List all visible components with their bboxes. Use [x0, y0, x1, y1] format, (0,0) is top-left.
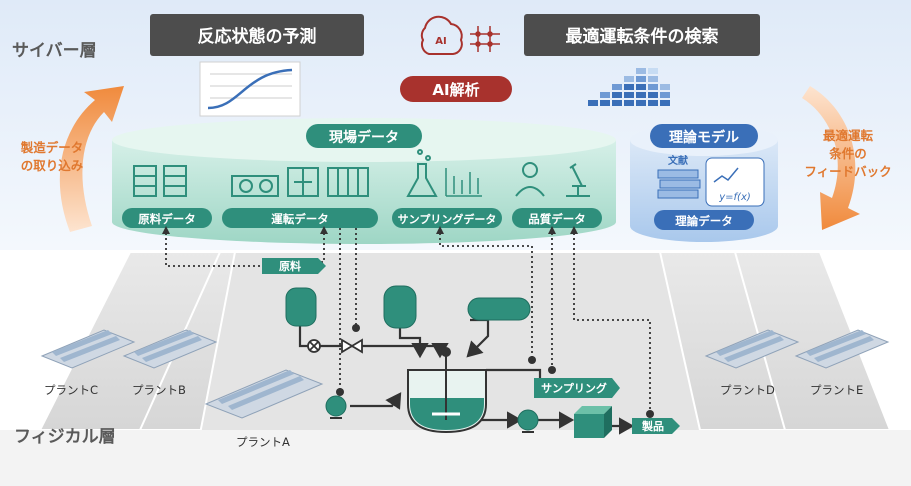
reactor-vessel — [407, 347, 487, 434]
flask-icon — [406, 149, 438, 197]
physical-layer-label: フィジカル層 — [14, 427, 116, 447]
ai-brain-icon: AI — [420, 15, 463, 55]
feedback-label-1: 最適運転 — [823, 128, 874, 143]
cyber-layer-label: サイバー層 — [12, 41, 97, 61]
operation-data-tag: 運転データ — [222, 208, 378, 228]
optimal-search-label: 最適運転条件の検索 — [566, 26, 719, 47]
raw-material-tank — [285, 287, 317, 327]
reaction-prediction-box: 反応状態の予測 — [150, 14, 364, 56]
plant-a-label: プラントA — [236, 435, 290, 449]
pump-left — [325, 395, 347, 419]
plant-e-icon — [794, 329, 890, 369]
quality-data-label: 品質データ — [528, 212, 586, 226]
valve-icon — [307, 338, 363, 354]
s-curve-chart-icon — [199, 61, 301, 117]
network-icon — [470, 26, 500, 52]
histogram-icon — [588, 68, 670, 106]
feed-tank — [383, 285, 417, 329]
reaction-prediction-label: 反応状態の予測 — [198, 26, 317, 47]
formula-graph-icon: y=f(x) — [705, 157, 765, 207]
plant-c-icon — [40, 329, 136, 369]
sampling-tag: サンプリング — [534, 378, 620, 398]
data-collection-arrowheads — [162, 226, 578, 234]
operation-data-label: 運転データ — [271, 212, 329, 226]
plant-e-label: プラントE — [810, 383, 863, 397]
data-import-label-2: の取り込み — [21, 158, 84, 173]
optimal-search-box: 最適運転条件の検索 — [524, 14, 760, 56]
plant-d-icon — [704, 329, 800, 369]
horizontal-tank — [467, 297, 531, 321]
plant-c-label: プラントC — [44, 383, 98, 397]
ai-analysis-label: AI解析 — [432, 81, 479, 99]
quality-data-tag: 品質データ — [512, 208, 602, 228]
raw-material-label: 原料 — [279, 259, 301, 273]
sensor-dots — [336, 324, 654, 418]
machinery-icon — [231, 167, 369, 197]
field-data-title: 現場データ — [329, 129, 399, 146]
raw-material-data-tag: 原料データ — [122, 208, 212, 228]
microscope-icon — [566, 163, 590, 197]
product-tag: 製品 — [632, 418, 680, 434]
theory-data-label: 理論データ — [675, 214, 733, 228]
feedback-label-3: フィードバック — [804, 164, 891, 179]
product-label: 製品 — [641, 419, 664, 433]
sampling-data-label: サンプリングデータ — [398, 212, 497, 226]
book-stack-icon — [657, 169, 701, 199]
ai-icon-text: AI — [435, 36, 446, 47]
sampling-chart-icon — [445, 168, 482, 197]
drum-icon — [133, 165, 187, 197]
theory-model-title: 理論モデル — [669, 129, 739, 146]
data-import-arrow — [59, 86, 124, 232]
raw-material-data-label: 原料データ — [138, 212, 196, 226]
product-box — [574, 406, 612, 438]
feedback-arrow — [802, 86, 860, 230]
theory-data-tag: 理論データ — [654, 210, 754, 230]
raw-material-tag: 原料 — [262, 258, 326, 274]
pump-right — [517, 409, 539, 433]
data-import-label-1: 製造データ — [20, 140, 84, 155]
data-collection-lines — [165, 228, 651, 414]
plant-b-label: プラントB — [132, 383, 186, 397]
physical-floor — [0, 251, 911, 486]
theory-model-title-pill: 理論モデル — [650, 124, 758, 148]
ai-analysis-badge: AI解析 — [400, 76, 512, 102]
inspector-icon — [515, 162, 545, 197]
formula-text: y=f(x) — [718, 192, 751, 203]
plant-b-icon — [122, 329, 218, 369]
sampling-label: サンプリング — [541, 381, 607, 395]
literature-label: 文献 — [668, 154, 688, 167]
field-data-title-pill: 現場データ — [306, 124, 422, 148]
sampling-data-tag: サンプリングデータ — [392, 208, 502, 228]
plant-d-label: プラントD — [720, 383, 775, 397]
feedback-label-2: 条件の — [828, 146, 867, 161]
plant-a-icon — [204, 369, 324, 419]
